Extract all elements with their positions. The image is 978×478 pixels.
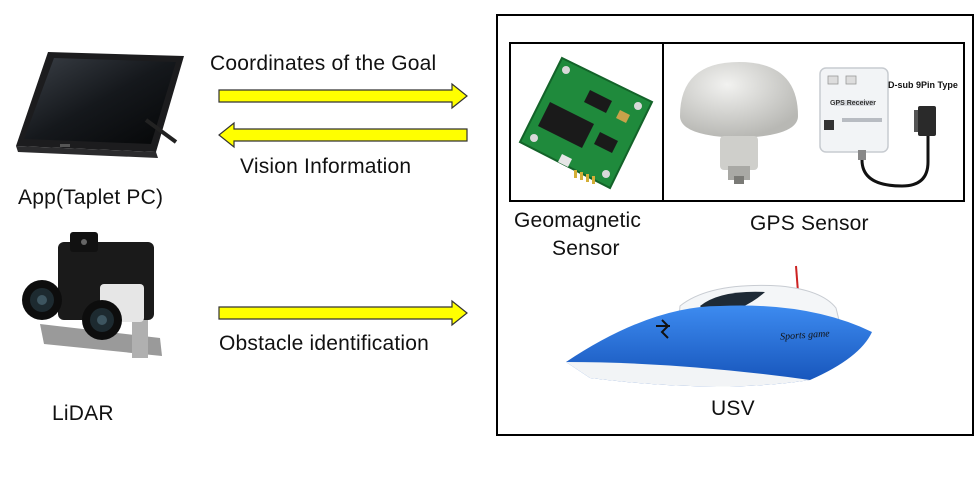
geomagnetic-sensor-label-line2: Sensor: [552, 237, 620, 260]
gps-receiver-image: [819, 67, 936, 188]
lidar-image: [22, 232, 162, 358]
geomagnetic-sensor-label-line1: Geomagnetic: [514, 209, 642, 232]
arrow-right-goal: [218, 82, 468, 110]
gps-antenna-image: [680, 62, 798, 184]
sensor-divider: [662, 42, 664, 202]
goal-coordinates-label: Coordinates of the Goal: [210, 52, 437, 75]
tablet-label: App(Taplet PC): [18, 186, 164, 209]
usv-label: USV: [711, 397, 755, 420]
gps-receiver-text: GPS Receiver: [830, 100, 876, 107]
usv-boat-image: [566, 265, 872, 387]
tablet-pc-image: [16, 52, 184, 158]
geomagnetic-sensor-image: [518, 56, 654, 190]
arrow-right-obstacle: [218, 299, 468, 327]
gps-sensor-label: GPS Sensor: [750, 212, 869, 235]
lidar-label: LiDAR: [52, 402, 114, 425]
arrow-left-vision: [218, 121, 468, 149]
vision-information-label: Vision Information: [240, 155, 412, 178]
obstacle-identification-label: Obstacle identification: [219, 332, 430, 355]
usv-system-box: [496, 14, 974, 436]
dsub-9pin-text: D-sub 9Pin Type: [888, 80, 958, 90]
sensor-box: [509, 42, 965, 202]
